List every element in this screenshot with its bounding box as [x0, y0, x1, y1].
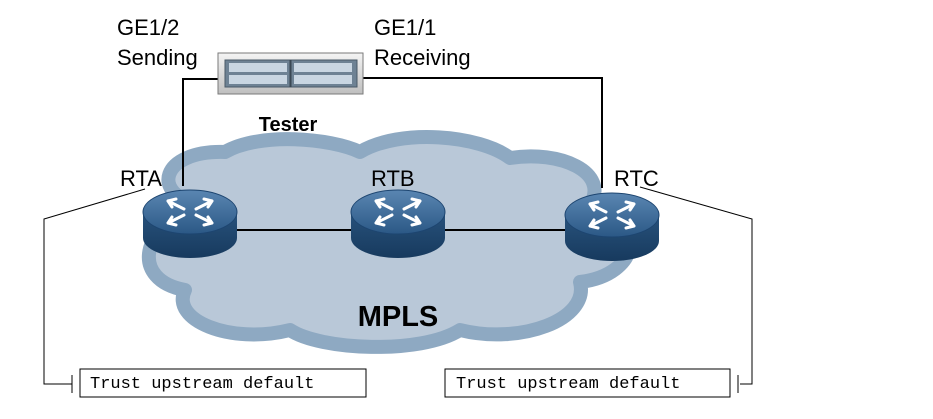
receiving-label: Receiving: [374, 45, 471, 70]
callout-right-text: Trust upstream default: [456, 375, 680, 394]
receiving-port-label: GE1/1: [374, 15, 436, 40]
router-rtc: RTC: [563, 166, 661, 263]
mpls-label: MPLS: [358, 301, 439, 333]
router-icon: [349, 188, 447, 260]
router-rtb: RTB: [349, 166, 447, 260]
sending-label: Sending: [117, 45, 198, 70]
router-rta: RTA: [120, 166, 239, 260]
callout-left-text: Trust upstream default: [90, 375, 314, 394]
sending-port-label: GE1/2: [117, 15, 179, 40]
router-rtb-label: RTB: [371, 166, 415, 191]
link-tester-rtc: [362, 77, 603, 188]
router-rta-label: RTA: [120, 166, 162, 191]
router-rtc-label: RTC: [614, 166, 659, 191]
callout-right: Trust upstream default: [444, 186, 753, 398]
router-icon: [563, 191, 661, 263]
callout-left: Trust upstream default: [43, 188, 367, 398]
router-icon: [141, 188, 239, 260]
tester-device: [217, 52, 364, 95]
tester-label: Tester: [259, 114, 318, 136]
link-rta-tester: [182, 78, 218, 186]
